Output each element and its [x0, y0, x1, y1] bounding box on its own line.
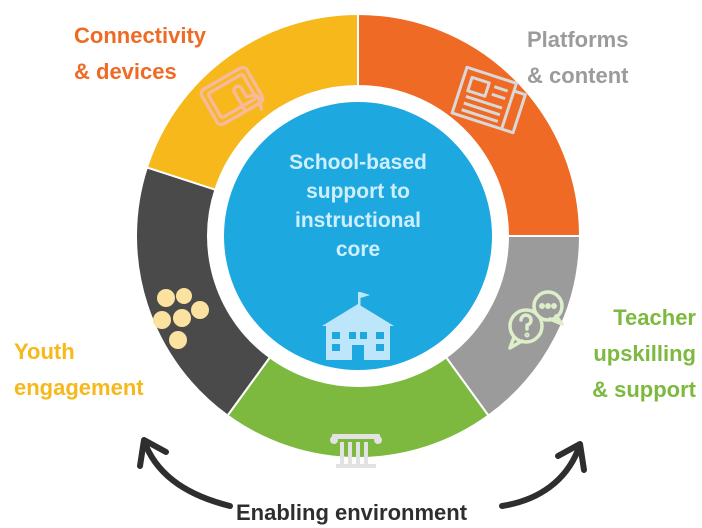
- left-curved-arrow: [143, 443, 233, 509]
- chat-question-icon: [508, 290, 564, 350]
- tablet-touch-icon: [199, 65, 265, 127]
- right-arrowhead: [555, 441, 587, 473]
- left-arrowhead: [137, 437, 169, 469]
- label-youth-engagement: Youth engagement: [14, 339, 144, 400]
- right-curved-arrow: [499, 447, 581, 509]
- newspaper-icon: [450, 65, 527, 135]
- group-people-icon: [153, 288, 209, 349]
- school-building-icon: [322, 292, 394, 360]
- label-platforms-content: Platforms & content: [527, 27, 629, 88]
- label-enabling-environment: Enabling environment: [236, 500, 468, 525]
- center-circle: [224, 102, 492, 370]
- label-connectivity-devices: Connectivity & devices: [74, 23, 207, 84]
- cycle-arrows: [137, 437, 587, 509]
- pillar-icon: [330, 434, 382, 468]
- center-title: School-based support to instructional co…: [289, 151, 427, 261]
- label-teacher-upskilling: Teacher upskilling & support: [592, 305, 696, 402]
